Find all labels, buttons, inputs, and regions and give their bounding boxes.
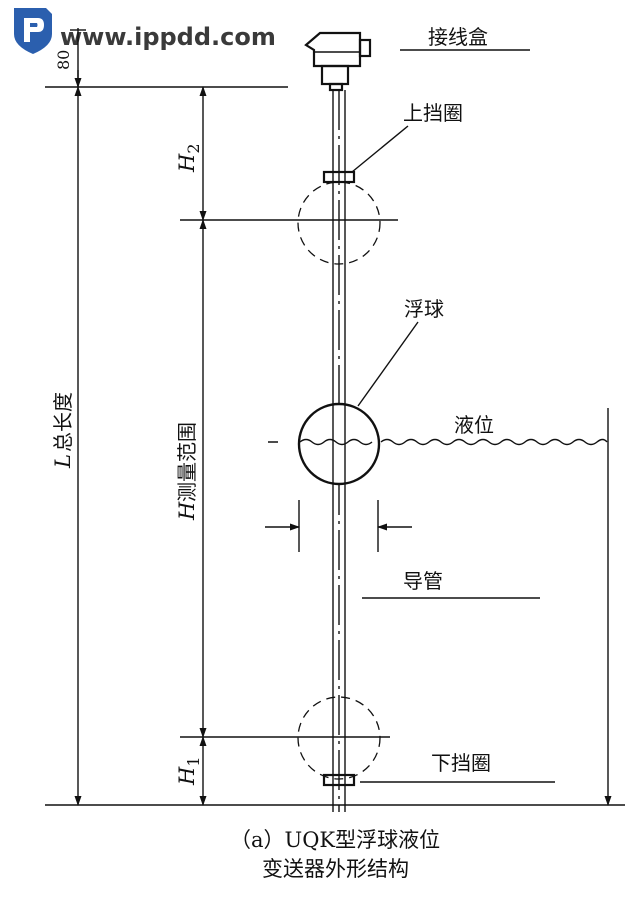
float-ball-leader xyxy=(357,321,419,407)
h2-symbol: H xyxy=(175,153,199,173)
guide-tube-label: 导管 xyxy=(403,569,443,593)
caption-line-2: 变送器外形结构 xyxy=(262,857,409,881)
length-symbol: L xyxy=(51,454,75,469)
h1-dimension: H1 xyxy=(175,736,207,806)
watermark-logo: www.ippdd.com xyxy=(14,8,276,54)
float-ball-label: 浮球 xyxy=(404,297,444,321)
svg-text:H1: H1 xyxy=(175,756,203,786)
range-symbol: H xyxy=(175,501,199,521)
range-label: 测量范围 xyxy=(175,422,199,502)
measuring-range-dimension: H 测量范围 xyxy=(175,219,207,738)
upper-ring-leader xyxy=(351,125,409,173)
caption-line-1: （a）UQK型浮球液位 xyxy=(230,828,440,852)
liquid-level-label: 液位 xyxy=(454,413,494,437)
upper-stop-ring xyxy=(322,170,356,184)
upper-ring-label: 上挡圈 xyxy=(403,101,463,125)
lower-ring-label: 下挡圈 xyxy=(431,751,491,775)
float-upper-limit xyxy=(297,181,381,265)
h1-symbol: H xyxy=(175,766,199,786)
length-label: 总长度 xyxy=(51,392,75,452)
svg-text:H2: H2 xyxy=(175,143,203,173)
float-lower-limit xyxy=(297,696,381,780)
junction-box-label: 接线盒 xyxy=(428,25,488,49)
lower-stop-ring xyxy=(322,773,356,787)
h2-dimension: H2 xyxy=(175,86,207,221)
top-offset-dimension: 80 xyxy=(54,28,86,88)
top-offset-label: 80 xyxy=(54,50,73,70)
h1-subscript: 1 xyxy=(184,756,203,766)
float-diameter-dimension xyxy=(265,500,412,552)
watermark-text: www.ippdd.com xyxy=(60,23,276,51)
liquid-surface xyxy=(268,438,608,446)
h2-subscript: 2 xyxy=(184,143,203,153)
junction-box xyxy=(304,31,372,92)
total-length-dimension: L 总长度 xyxy=(51,86,82,806)
